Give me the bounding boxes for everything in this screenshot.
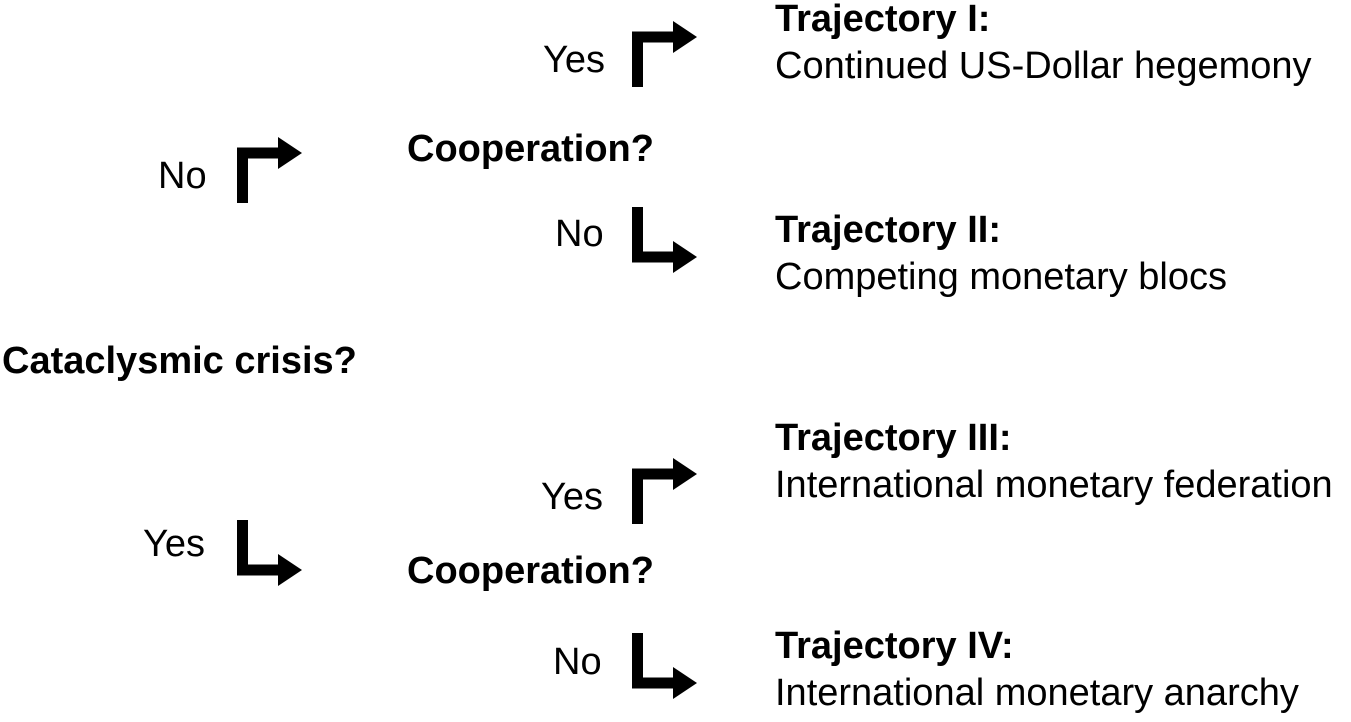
outcome-trajectory-2: Trajectory II: Competing monetary blocs bbox=[775, 207, 1227, 301]
branch-yes-label: Yes bbox=[143, 523, 205, 565]
lower-no-label: No bbox=[553, 641, 602, 683]
lower-yes-label: Yes bbox=[541, 476, 603, 518]
outcome-trajectory-1: Trajectory I: Continued US-Dollar hegemo… bbox=[775, 0, 1312, 90]
trajectory-2-description: Competing monetary blocs bbox=[775, 256, 1227, 298]
branch-no-label: No bbox=[158, 155, 207, 197]
trajectory-3-title: Trajectory III: bbox=[775, 417, 1012, 459]
elbow-arrow-up-right-icon bbox=[632, 21, 697, 87]
cooperation-question-upper: Cooperation? bbox=[407, 128, 654, 170]
upper-yes-label: Yes bbox=[543, 39, 605, 81]
elbow-arrow-up-right-icon bbox=[632, 458, 697, 524]
elbow-arrow-down-right-icon bbox=[632, 207, 697, 273]
outcome-trajectory-3: Trajectory III: International monetary f… bbox=[775, 415, 1333, 509]
upper-no-label: No bbox=[555, 213, 604, 255]
trajectory-1-title: Trajectory I: bbox=[775, 0, 991, 40]
outcome-trajectory-4: Trajectory IV: International monetary an… bbox=[775, 623, 1299, 717]
trajectory-2-title: Trajectory II: bbox=[775, 209, 1001, 251]
cooperation-question-lower: Cooperation? bbox=[407, 550, 654, 592]
trajectory-4-description: International monetary anarchy bbox=[775, 672, 1299, 714]
trajectory-3-description: International monetary federation bbox=[775, 464, 1333, 506]
trajectory-4-title: Trajectory IV: bbox=[775, 625, 1014, 667]
root-question-cataclysmic-crisis: Cataclysmic crisis? bbox=[2, 340, 357, 382]
elbow-arrow-down-right-icon bbox=[632, 633, 697, 699]
trajectory-1-description: Continued US-Dollar hegemony bbox=[775, 45, 1312, 87]
elbow-arrow-up-right-icon bbox=[237, 137, 302, 203]
elbow-arrow-down-right-icon bbox=[237, 520, 302, 586]
